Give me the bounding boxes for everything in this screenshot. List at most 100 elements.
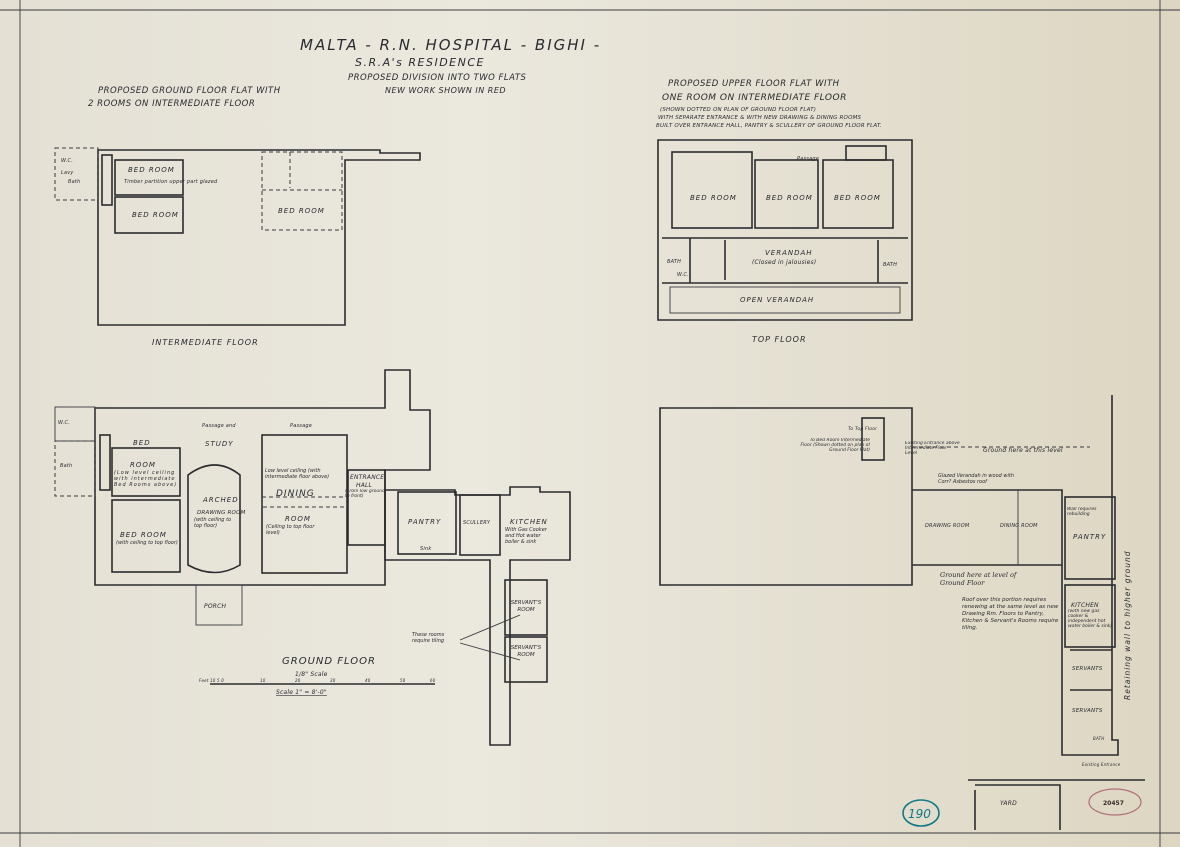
- gf-study: STUDY: [205, 440, 234, 448]
- right-heading-line-4: WITH SEPARATE ENTRANCE & WITH NEW DRAWIN…: [658, 115, 862, 121]
- gf-bed-lower: BED ROOM: [120, 531, 167, 539]
- left-heading: PROPOSED GROUND FLOOR FLAT WITH 2 ROOMS …: [88, 86, 281, 109]
- gf-entrance: ENTRANCE: [350, 474, 384, 481]
- right-heading-line-2: ONE ROOM ON INTERMEDIATE FLOOR: [662, 93, 847, 103]
- servants-1: SERVANTS: [1072, 666, 1103, 672]
- existing-entrance-2: Existing Entrance: [1082, 762, 1121, 767]
- top-wc: W.C.: [677, 272, 689, 278]
- scale-fraction: 1/8" Scale: [295, 671, 328, 678]
- scale-tick-0: Feet 10 5 0: [199, 678, 224, 683]
- scale-text: Scale 1" = 8'-0": [276, 689, 327, 696]
- title-line-1: MALTA - R.N. HOSPITAL - BIGHI -: [300, 36, 601, 54]
- ground-floor-plan: W.C. Bath BED ROOM (Low level ceiling wi…: [54, 369, 571, 746]
- archive-stamp: 20457: [1088, 788, 1142, 816]
- upper-pantry: PANTRY: [1073, 533, 1106, 541]
- gf-passage: Passage: [290, 423, 312, 429]
- left-heading-line-2: 2 ROOMS ON INTERMEDIATE FLOOR: [88, 99, 255, 109]
- scale-tick-2: 20: [295, 678, 301, 683]
- left-heading-line-1: PROPOSED GROUND FLOOR FLAT WITH: [98, 86, 281, 96]
- top-passage: Passage: [797, 156, 819, 162]
- gf-dining-note: Low level ceiling (with intermediate flo…: [265, 468, 330, 480]
- ground-level-note: Ground here at this level: [983, 447, 1063, 454]
- intermediate-floor-plan: W.C. Lavy Bath BED ROOM Timber partition…: [54, 147, 421, 347]
- gf-sink: Sink: [420, 546, 432, 552]
- new-dining-room: DINING ROOM: [1000, 523, 1038, 529]
- right-heading-line-1: PROPOSED UPPER FLOOR FLAT WITH: [668, 79, 840, 89]
- stamp-number: 20457: [1103, 800, 1124, 807]
- gf-pantry: PANTRY: [408, 518, 441, 526]
- title-line-3: PROPOSED DIVISION INTO TWO FLATS: [348, 73, 527, 83]
- gf-hall-note: (From low ground to front): [345, 489, 385, 499]
- gf-bath: Bath: [60, 463, 72, 469]
- retaining-wall-note: Retaining wall to higher ground: [1123, 550, 1132, 700]
- gf-kitchen-note: With Gas Cooker and Hot water boiler & s…: [505, 527, 547, 545]
- to-top-floor: To Top Floor: [848, 426, 878, 432]
- sheet-number-text: 190: [908, 807, 931, 821]
- gf-servants-room-1: SERVANT'S ROOM: [510, 600, 542, 613]
- gf-kitchen: KITCHEN: [510, 518, 548, 526]
- gf-dining: DINING: [276, 489, 315, 499]
- top-open-verandah: OPEN VERANDAH: [740, 296, 814, 304]
- gf-bed-upper-room: ROOM: [130, 461, 156, 469]
- int-bed-room-2: BED ROOM: [132, 211, 179, 219]
- gf-bed-lower-note: (with ceiling to top floor): [116, 540, 178, 546]
- gf-porch: PORCH: [204, 603, 226, 610]
- scale-tick-5: 50: [400, 678, 406, 683]
- gf-tiling-note: These rooms require tiling: [412, 632, 445, 644]
- right-heading-line-3: (SHOWN DOTTED ON PLAN OF GROUND FLOOR FL…: [660, 107, 816, 113]
- gf-hall: HALL: [356, 482, 372, 489]
- gf-passage-and: Passage and: [202, 423, 236, 429]
- top-verandah: VERANDAH: [765, 249, 813, 257]
- new-drawing-room: DRAWING ROOM: [925, 523, 970, 529]
- int-bed-room-1: BED ROOM: [128, 166, 175, 174]
- ground-level-note-2: Ground here at level of Ground Floor: [940, 571, 1017, 587]
- roof-note: Roof over this portion requires renewing…: [962, 597, 1059, 631]
- upper-flat-ground-level-plan: To Top Floor To Bed Room Intermediate Fl…: [659, 395, 1145, 830]
- int-wc-label: W.C.: [61, 158, 73, 164]
- gf-servants-room-2: SERVANT'S ROOM: [510, 645, 542, 658]
- top-verandah-note: (Closed in jalousies): [752, 259, 816, 266]
- upper-kitchen-note: (with new gas cooker & independent hot w…: [1068, 609, 1113, 629]
- right-heading: PROPOSED UPPER FLOOR FLAT WITH ONE ROOM …: [656, 79, 882, 129]
- int-lavatory-label: Lavy: [61, 170, 74, 176]
- top-floor-caption: TOP FLOOR: [752, 335, 807, 344]
- gf-bed-upper-note: (Low level ceiling with intermediate Bed…: [114, 470, 178, 488]
- gf-room-note: (Ceiling to top floor level): [266, 524, 315, 536]
- scale-tick-1: 10: [260, 678, 266, 683]
- gf-wc: W.C.: [58, 420, 70, 426]
- ground-floor-caption: GROUND FLOOR: [282, 656, 376, 667]
- int-bed-room-1-note: Timber partition upper part glazed: [124, 179, 218, 185]
- sheet-number: 190: [902, 799, 940, 827]
- upper-kitchen: KITCHEN: [1071, 602, 1099, 609]
- existing-entrance-note: Existing Entrance above Intermediate Flo…: [905, 441, 960, 456]
- gf-drawing-room: DRAWING ROOM: [197, 510, 246, 516]
- yard-label: YARD: [1000, 800, 1017, 807]
- right-heading-line-5: BUILT OVER ENTRANCE HALL, PANTRY & SCULL…: [656, 123, 882, 129]
- scale-tick-4: 40: [365, 678, 371, 683]
- top-bed-room-1: BED ROOM: [690, 194, 737, 202]
- top-bed-room-3: BED ROOM: [834, 194, 881, 202]
- top-floor-plan: BED ROOM BED ROOM BED ROOM Passage VERAN…: [657, 139, 913, 344]
- title-block: MALTA - R.N. HOSPITAL - BIGHI - S.R.A's …: [300, 36, 601, 95]
- top-bath-right: BATH: [883, 262, 897, 268]
- gf-bed-upper: BED: [133, 439, 151, 447]
- wall-rebuild-note: Wall requires rebuilding: [1067, 507, 1097, 517]
- glazed-verandah-note: Glazed Verandah in wood with Corr? Asbes…: [938, 473, 1015, 485]
- upper-bath: BATH: [1093, 736, 1104, 741]
- scale-tick-6: 60: [430, 678, 436, 683]
- gf-drawing-room-note: (with ceiling to top floor): [194, 517, 232, 529]
- servants-2: SERVANTS: [1072, 708, 1103, 714]
- gf-scullery: SCULLERY: [463, 520, 491, 526]
- scale-tick-3: 30: [330, 678, 336, 683]
- to-bed-room-note: To Bed Room Intermediate Floor (Shown do…: [800, 438, 870, 453]
- gf-room: ROOM: [285, 515, 311, 523]
- top-bed-room-2: BED ROOM: [766, 194, 813, 202]
- int-bath-label: Bath: [68, 179, 80, 185]
- title-line-2: S.R.A's RESIDENCE: [355, 56, 485, 69]
- int-bed-room-3: BED ROOM: [278, 207, 325, 215]
- gf-arched: ARCHED: [202, 496, 239, 504]
- title-line-4: NEW WORK SHOWN IN RED: [385, 86, 506, 95]
- top-bath-left: BATH: [667, 259, 681, 265]
